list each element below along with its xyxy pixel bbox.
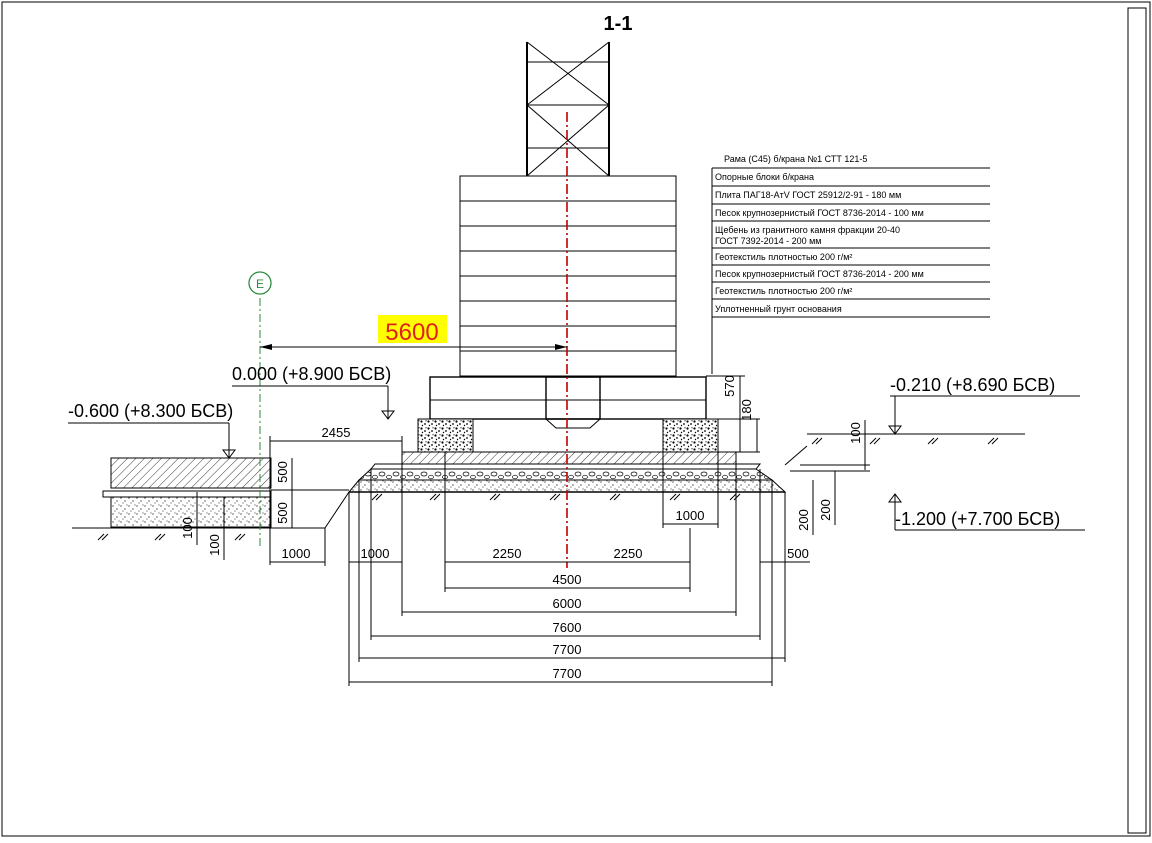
legend-row-5b: ГОСТ 7392-2014 - 200 мм <box>715 236 822 246</box>
dim-500-b: 500 <box>275 502 290 524</box>
support-block-right <box>662 418 719 453</box>
dim-180: 180 <box>739 399 754 421</box>
dim-7700-a: 7700 <box>553 642 582 657</box>
left-slope <box>324 491 350 529</box>
level-right-bottom: -1.200 (+7.700 БСВ) <box>895 509 1060 529</box>
legend-row-1: Рама (С45) б/крана №1 СТТ 121-5 <box>724 154 867 164</box>
dim-1000-block: 1000 <box>676 508 705 523</box>
right-slope <box>784 445 808 466</box>
level-zero-marker <box>381 410 395 420</box>
level-right-top: -0.210 (+8.690 БСВ) <box>890 375 1055 395</box>
dim-100-right: 100 <box>848 422 863 444</box>
level-right-bottom-marker <box>888 493 902 503</box>
dim-2250-left: 2250 <box>493 546 522 561</box>
dim-200-b: 200 <box>818 499 833 521</box>
crane-frame <box>429 376 707 429</box>
legend-row-8: Геотекстиль плотностью 200 г/м² <box>715 286 852 296</box>
legend-row-4: Песок крупнозернистый ГОСТ 8736-2014 - 1… <box>715 208 924 218</box>
extension-lines <box>348 452 786 686</box>
level-left-marker <box>222 449 236 459</box>
ballast-blocks <box>459 175 677 377</box>
support-block-left <box>417 418 474 453</box>
dim-1000-left: 1000 <box>282 546 311 561</box>
dim-arrow-5600-left <box>260 344 272 350</box>
axis-label-e: E <box>256 277 264 291</box>
ground-ticks <box>97 437 999 541</box>
right-frame-strip <box>1127 7 1147 834</box>
road-plates <box>401 451 737 465</box>
legend-row-7: Песок крупнозернистый ГОСТ 8736-2014 - 2… <box>715 269 924 279</box>
crane-mast <box>526 41 610 177</box>
dim-100-left-a: 100 <box>180 517 195 539</box>
legend-row-2: Опорные блоки б/крана <box>715 172 814 182</box>
dim-7700-b: 7700 <box>553 666 582 681</box>
level-left: -0.600 (+8.300 БСВ) <box>68 401 233 421</box>
layer-legend: Рама (С45) б/крана №1 СТТ 121-5 Опорные … <box>711 154 990 374</box>
dim-200-a: 200 <box>796 509 811 531</box>
dim-2455: 2455 <box>322 425 351 440</box>
dim-570: 570 <box>722 375 737 397</box>
dim-1000-mid: 1000 <box>361 546 390 561</box>
section-title: 1-1 <box>604 13 633 35</box>
dim-7600: 7600 <box>553 620 582 635</box>
dim-100-left-b: 100 <box>207 534 222 556</box>
dim-6000: 6000 <box>553 596 582 611</box>
legend-row-9: Уплотненный грунт основания <box>715 304 842 314</box>
sand-layer-top <box>369 463 762 470</box>
dim-4500: 4500 <box>553 572 582 587</box>
left-adjacent-structure <box>72 457 349 529</box>
gravel-layer <box>357 468 774 481</box>
dim-500-right: 500 <box>787 546 809 561</box>
dim-2250-right: 2250 <box>614 546 643 561</box>
level-zero: 0.000 (+8.900 БСВ) <box>232 364 391 384</box>
dim-arrow-5600-right <box>555 344 567 350</box>
legend-row-3: Плита ПАГ18-AтV ГОСТ 25912/2-91 - 180 мм <box>715 190 901 200</box>
dim-5600: 5600 <box>385 319 438 346</box>
legend-row-6: Геотекстиль плотностью 200 г/м² <box>715 252 852 262</box>
dim-500-a: 500 <box>275 461 290 483</box>
legend-row-5a: Щебень из гранитного камня фракции 20-40 <box>715 225 900 235</box>
level-right-top-marker <box>888 425 902 435</box>
axis-bubble-e <box>248 271 272 295</box>
highlight-5600-bg <box>378 315 447 343</box>
